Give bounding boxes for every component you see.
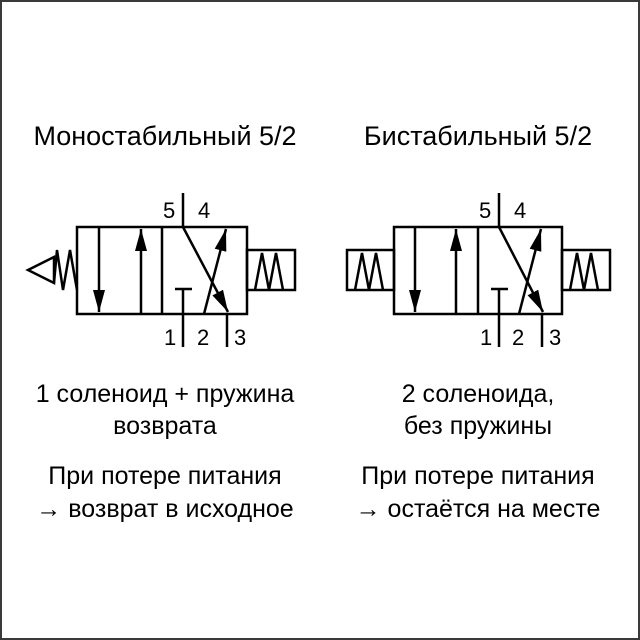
arrow-diagonal-up-icon <box>517 228 543 315</box>
right-title: Бистабильный 5/2 <box>364 121 592 151</box>
right-desc-line2: без пружины <box>404 412 552 440</box>
right-note-line2: → остаётся на месте <box>356 495 601 523</box>
port-3-label: 3 <box>234 325 246 350</box>
right-desc-line1: 2 соленоида, <box>402 380 555 408</box>
right-note-line1: При потере питания <box>361 462 594 490</box>
left-port-labels: 5 4 1 2 3 <box>163 198 246 350</box>
solenoid-right-icon <box>560 248 612 292</box>
spring-triangle-icon <box>25 254 56 286</box>
port-1-label: 1 <box>480 325 492 350</box>
port-2-label: 2 <box>197 325 209 350</box>
spring-icon <box>52 249 79 291</box>
port-5-label: 5 <box>163 198 175 223</box>
solenoid-icon <box>245 248 297 292</box>
port-3-label: 3 <box>549 325 561 350</box>
left-note-line1: При потере питания <box>48 462 281 490</box>
left-desc-line2: возврата <box>113 412 217 440</box>
port-1-label: 1 <box>164 325 176 350</box>
port-5-label: 5 <box>479 198 491 223</box>
port-4-label: 4 <box>198 198 210 223</box>
left-desc-line1: 1 соленоид + пружина <box>36 380 295 408</box>
arrow-diagonal-up-icon <box>202 228 228 315</box>
port-2-label: 2 <box>512 325 524 350</box>
left-title: Моностабильный 5/2 <box>33 121 296 151</box>
left-note-line2: → возврат в исходное <box>36 495 293 523</box>
arrow-diagonal-down-icon <box>181 226 230 313</box>
bistable-valve-symbol <box>345 193 612 347</box>
port-4-label: 4 <box>514 198 526 223</box>
right-port-labels: 5 4 1 2 3 <box>479 198 561 350</box>
arrow-diagonal-down-icon <box>497 226 545 313</box>
monostable-valve-symbol <box>25 193 297 347</box>
